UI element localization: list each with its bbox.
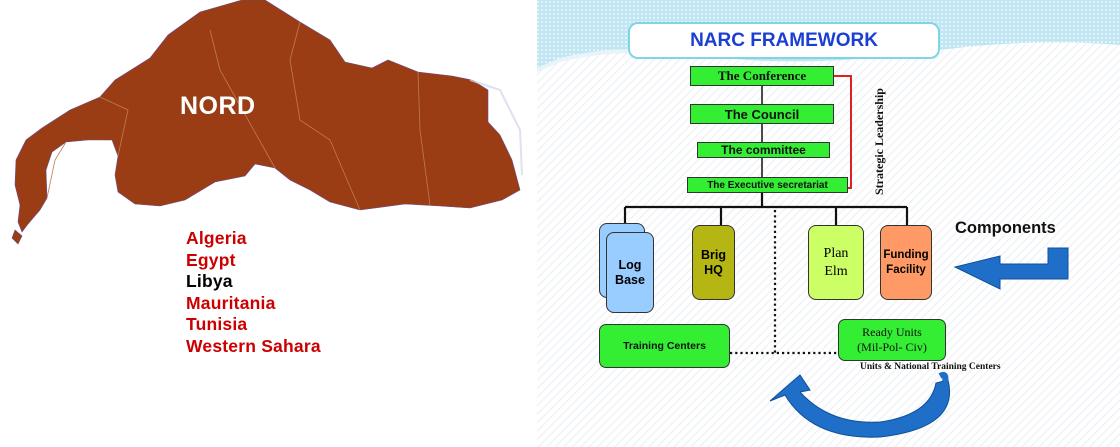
country-name: Mauritania bbox=[186, 292, 276, 313]
map-land bbox=[11, 0, 521, 245]
plan-elm-line2: Elm bbox=[824, 263, 848, 279]
country-name: Western Sahara bbox=[186, 335, 321, 356]
plan-elm-line1: Plan bbox=[823, 245, 849, 261]
country-name: Libya bbox=[186, 271, 233, 291]
funding-facility-box: Funding Facility bbox=[880, 225, 932, 300]
cycle-arrow bbox=[769, 374, 950, 438]
north-africa-map bbox=[11, 0, 523, 245]
brig-hq-box: Brig HQ bbox=[692, 225, 735, 300]
map-borders bbox=[46, 21, 431, 211]
diagram-title: NARC FRAMEWORK bbox=[628, 22, 940, 59]
components-arrow bbox=[953, 247, 1069, 290]
log-base-line2: Base bbox=[615, 272, 645, 287]
country-item: Tunisia bbox=[186, 314, 321, 336]
country-name: Egypt bbox=[186, 249, 236, 270]
ready-units-line1: Ready Units bbox=[862, 325, 922, 339]
committee-box: The committee bbox=[697, 142, 830, 158]
leadership-bracket bbox=[834, 75, 852, 189]
strategic-leadership-label: Strategic Leadership bbox=[872, 88, 886, 195]
conference-box: The Conference bbox=[690, 66, 834, 86]
training-centers-box: Training Centers bbox=[599, 324, 730, 368]
region-label: NORD bbox=[180, 92, 256, 120]
brig-hq-line2: HQ bbox=[704, 262, 723, 277]
components-label: Components bbox=[955, 219, 1056, 237]
council-box: The Council bbox=[690, 104, 834, 124]
log-base-line1: Log bbox=[618, 257, 642, 272]
small-island bbox=[11, 229, 23, 245]
country-name: Tunisia bbox=[186, 314, 248, 334]
units-training-label: Units & National Training Centers bbox=[860, 362, 1001, 372]
country-item: Algeria bbox=[186, 228, 321, 250]
funding-facility-line2: Facility bbox=[886, 263, 926, 276]
country-item: Western Sahara bbox=[186, 336, 321, 358]
plan-elm-box: Plan Elm bbox=[808, 225, 864, 300]
country-item: Libya bbox=[186, 271, 321, 293]
country-name: Algeria bbox=[186, 228, 247, 248]
funding-facility-line1: Funding bbox=[883, 248, 929, 261]
country-item: Mauritania bbox=[186, 293, 321, 315]
country-item: Egypt bbox=[186, 250, 321, 272]
ready-units-line2: (Mil-Pol- Civ) bbox=[857, 340, 927, 354]
land-shape bbox=[14, 0, 521, 233]
ready-units-box: Ready Units (Mil-Pol- Civ) bbox=[838, 319, 946, 361]
brig-hq-line1: Brig bbox=[701, 247, 726, 262]
executive-secretariat-box: The Executive secretariat bbox=[687, 177, 848, 193]
log-base-box: Log Base bbox=[606, 232, 654, 313]
country-list: Algeria Egypt Libya Mauritania Tunisia W… bbox=[186, 228, 321, 357]
